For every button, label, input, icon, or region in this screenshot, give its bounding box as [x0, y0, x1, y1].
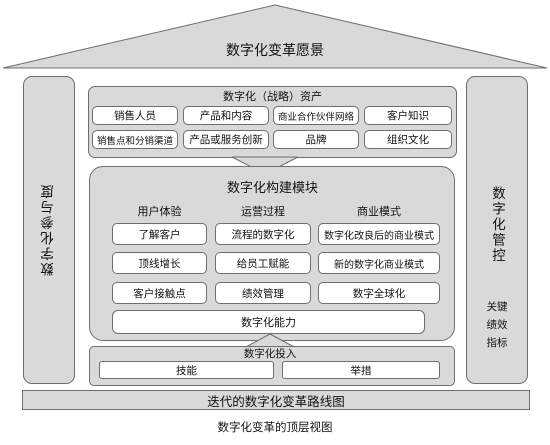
- investment-item-initiatives: 举措: [282, 361, 440, 379]
- base-title: 迭代的数字化变革路线图: [207, 393, 345, 409]
- kpi-label: 关键 绩效 指标: [466, 298, 528, 352]
- column-header-operations: 运营过程: [241, 205, 285, 218]
- asset-item: 商业合作伙伴网络: [273, 106, 359, 125]
- kpi-line: 绩效: [486, 319, 508, 331]
- module-item: 了解客户: [112, 223, 207, 245]
- modules-title: 数字化构建模块: [226, 180, 318, 196]
- module-item: 流程的数字化: [215, 223, 311, 245]
- roof-shape: [2, 4, 548, 69]
- left-pillar: [23, 76, 75, 384]
- right-pillar: [466, 76, 528, 384]
- module-item: 顶线增长: [112, 252, 207, 274]
- module-item: 数字全球化: [318, 282, 440, 304]
- asset-item: 客户知识: [364, 106, 452, 125]
- right-pillar-label: 数字化管控: [489, 186, 505, 264]
- investment-title: 数字化投入: [243, 348, 297, 360]
- asset-item: 品牌: [273, 130, 359, 149]
- capability-bar: 数字化能力: [112, 310, 425, 334]
- asset-item: 销售人员: [92, 106, 178, 125]
- module-item: 绩效管理: [215, 282, 311, 304]
- kpi-line: 关键: [486, 301, 508, 313]
- asset-item: 组织文化: [364, 130, 452, 149]
- module-item: 新的数字化商业模式: [318, 252, 440, 274]
- module-item: 给员工赋能: [215, 252, 311, 274]
- down-arrow-shape: [231, 156, 299, 175]
- figure-caption: 数字化变革的顶层视图: [217, 420, 333, 434]
- investment-item-skills: 技能: [99, 361, 274, 379]
- roof-title: 数字化变革愿景: [226, 43, 324, 59]
- assets-title: 数字化（战略）资产: [223, 89, 322, 103]
- module-item: 客户接触点: [112, 282, 207, 304]
- asset-item: 销售点和分销渠道: [92, 130, 178, 149]
- asset-item: 产品或服务创新: [183, 130, 269, 149]
- column-header-business-model: 商业模式: [357, 205, 401, 218]
- asset-item: 产品和内容: [183, 106, 269, 125]
- base-bar: [22, 390, 530, 410]
- left-pillar-label: 数字化参与度: [41, 183, 57, 277]
- module-item: 数字化改良后的商业模式: [318, 223, 440, 245]
- column-header-user-experience: 用户体验: [137, 205, 182, 218]
- kpi-line: 指标: [486, 337, 508, 349]
